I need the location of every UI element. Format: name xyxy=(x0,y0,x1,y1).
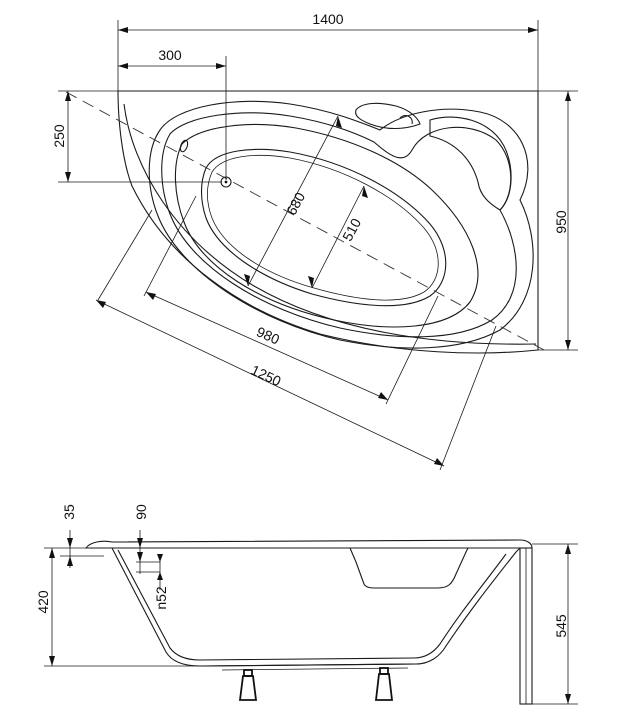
plan-headrest xyxy=(355,102,421,130)
side-leg-right xyxy=(374,667,394,701)
dim-250-label: 250 xyxy=(51,124,67,148)
plan-outer-outline xyxy=(117,90,539,354)
dim-300-arrow-left xyxy=(118,63,128,69)
dim-680-arrow-top xyxy=(336,116,342,128)
dim-n52-arrow-top xyxy=(157,554,163,562)
dim-420-arrow-bottom xyxy=(49,656,55,666)
dim-420-arrow-top xyxy=(49,548,55,558)
dim-545-arrow-bottom xyxy=(565,694,571,704)
dim-250-arrow-top xyxy=(65,91,71,101)
dim-300-label: 300 xyxy=(158,47,182,63)
dim-90-arrow-top xyxy=(137,538,143,548)
side-rim-top xyxy=(84,539,533,549)
plan-headrest-bump xyxy=(399,115,413,125)
dim-545-arrow-top xyxy=(565,544,571,554)
plan-bottom-floor xyxy=(200,148,447,307)
dim-680-line xyxy=(247,115,339,287)
plan-view: 1400 300 250 950 680 510 xyxy=(51,11,578,471)
dim-950-arrow-bottom xyxy=(565,340,571,350)
side-floor-base-2 xyxy=(221,667,409,671)
dim-980-label: 980 xyxy=(254,323,282,347)
dim-n52-label: n52 xyxy=(153,586,169,610)
dim-950-label: 950 xyxy=(553,210,569,234)
dim-1400-label: 1400 xyxy=(312,11,343,27)
dim-90-arrow-bottom xyxy=(137,552,143,562)
plan-inner-basin xyxy=(174,124,479,328)
dim-1250-ext-left xyxy=(97,209,153,301)
plan-side-seat xyxy=(429,116,512,211)
dim-420-label: 420 xyxy=(35,590,51,614)
side-leg-left xyxy=(238,669,258,701)
dim-90-label: 90 xyxy=(133,504,149,520)
dim-300-arrow-right xyxy=(216,63,226,69)
dim-1250-label: 1250 xyxy=(249,362,284,390)
plan-center-axis xyxy=(65,91,545,351)
plan-rim-curve xyxy=(123,103,537,345)
dim-980-line xyxy=(145,291,389,401)
side-inner-shell xyxy=(117,549,507,661)
plan-drain-center xyxy=(224,180,228,184)
side-outer-shell xyxy=(111,547,521,667)
dim-980-ext-right xyxy=(385,295,439,405)
side-view: 420 35 90 n52 545 xyxy=(35,504,578,705)
dim-510-arrow-top xyxy=(362,186,368,198)
side-seat-pocket xyxy=(349,547,469,589)
dim-1250-ext-right xyxy=(439,325,497,471)
plan-overflow xyxy=(179,139,189,153)
dim-980-arrow-right xyxy=(378,392,388,400)
dim-950-arrow-top xyxy=(565,91,571,101)
dim-250-arrow-bottom xyxy=(65,172,71,182)
dim-680-arrow-bottom xyxy=(244,274,250,286)
dim-35-label: 35 xyxy=(61,504,77,520)
dim-1400-arrow-left xyxy=(118,27,128,33)
dim-n52-arrow-bottom xyxy=(157,572,163,580)
plan-bottom-floor-inner xyxy=(207,154,439,301)
dim-1250-line xyxy=(95,299,445,467)
dim-980-ext-left xyxy=(143,195,197,297)
dim-545-label: 545 xyxy=(553,614,569,638)
side-floor-base xyxy=(205,663,417,667)
dim-510-line xyxy=(311,185,365,289)
dim-35-arrow-top xyxy=(67,538,73,548)
dim-510-arrow-bottom xyxy=(308,276,314,288)
dim-1250-arrow-left xyxy=(96,300,106,308)
dim-35-arrow-bottom xyxy=(67,556,73,566)
dim-1400-arrow-right xyxy=(528,27,538,33)
plan-tub-rim xyxy=(148,100,534,349)
dim-1250-arrow-right xyxy=(434,458,444,466)
dim-980-arrow-left xyxy=(146,292,156,300)
dim-510-label: 510 xyxy=(339,215,364,243)
